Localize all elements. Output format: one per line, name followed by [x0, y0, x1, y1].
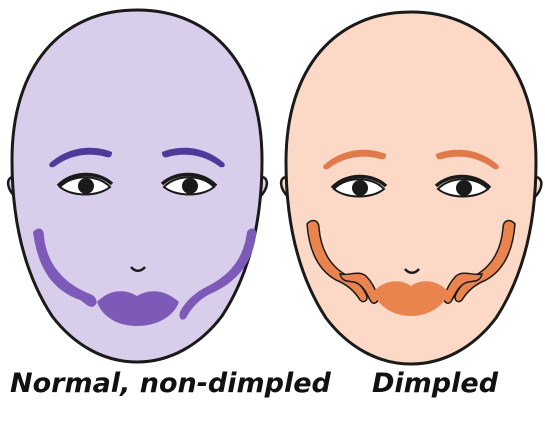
normal-left-eye — [58, 174, 112, 194]
dimpled-left-eye — [332, 176, 386, 196]
dimpled-right-eye — [436, 176, 490, 196]
dimpled-face — [281, 12, 541, 364]
normal-face — [8, 10, 267, 362]
caption-normal-non-dimpled: Normal, non-dimpled — [10, 368, 331, 399]
caption-dimpled: Dimpled — [372, 368, 498, 399]
normal-right-eye — [162, 174, 216, 194]
